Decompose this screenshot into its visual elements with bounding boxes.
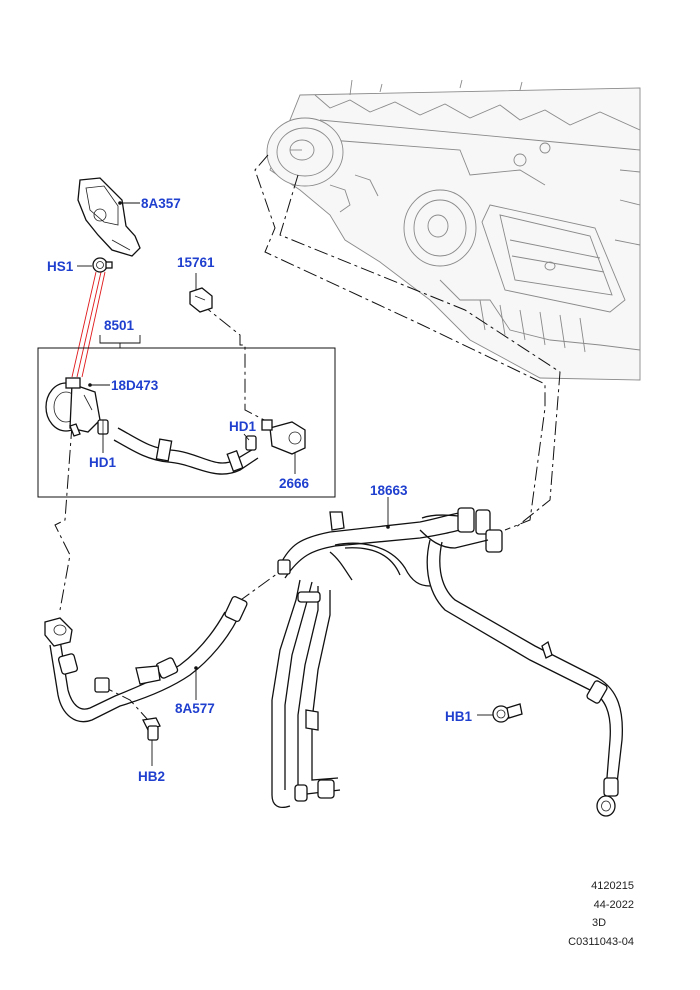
drawing-number: 4120215 [591,880,634,892]
heater-hose-18663[interactable] [271,507,624,817]
callout-2666[interactable]: 2666 [279,476,310,491]
water-pump-18D473[interactable] [45,377,101,437]
bolt-HB2[interactable] [142,717,161,741]
screw-HS1[interactable] [92,257,113,273]
hvac-unit-illustration [266,79,641,381]
callout-8A577[interactable]: 8A577 [175,701,215,716]
drawing-illustration-id: C0311043-04 [568,935,634,948]
callout-HD1-right[interactable]: HD1 [229,419,256,434]
drawing-reference-block: 4120215 44-2022 3D C0311043-04 [524,877,634,951]
clip-15761[interactable] [189,287,213,313]
callout-18D473[interactable]: 18D473 [111,378,159,393]
callout-HD1-left[interactable]: HD1 [89,455,116,470]
leader-lines [77,201,493,766]
connection-lines [54,154,561,721]
hose-clip-HD1-left[interactable] [97,419,109,435]
hose-8A577[interactable] [44,595,248,723]
callout-15761[interactable]: 15761 [177,255,215,270]
callout-HB1[interactable]: HB1 [445,709,472,724]
pump-bracket-8A357[interactable] [77,177,141,257]
drawing-view-type: 3D [591,917,607,929]
callout-HS1[interactable]: HS1 [47,259,74,274]
callout-8501[interactable]: 8501 [104,318,135,333]
connector-2666[interactable] [261,419,306,455]
callout-18663[interactable]: 18663 [370,483,408,498]
pump-outlet-hose[interactable] [113,427,259,475]
red-reference-lines [71,271,106,378]
kit-box-8501 [37,347,336,498]
callout-HB2[interactable]: HB2 [138,769,165,784]
callout-labels: 8A357 HS1 15761 8501 18D473 HD1 HD1 2666… [47,196,472,784]
callout-8A357[interactable]: 8A357 [141,196,181,211]
drawing-date-code: 44-2022 [593,898,634,911]
bolt-HB1[interactable] [492,703,523,723]
